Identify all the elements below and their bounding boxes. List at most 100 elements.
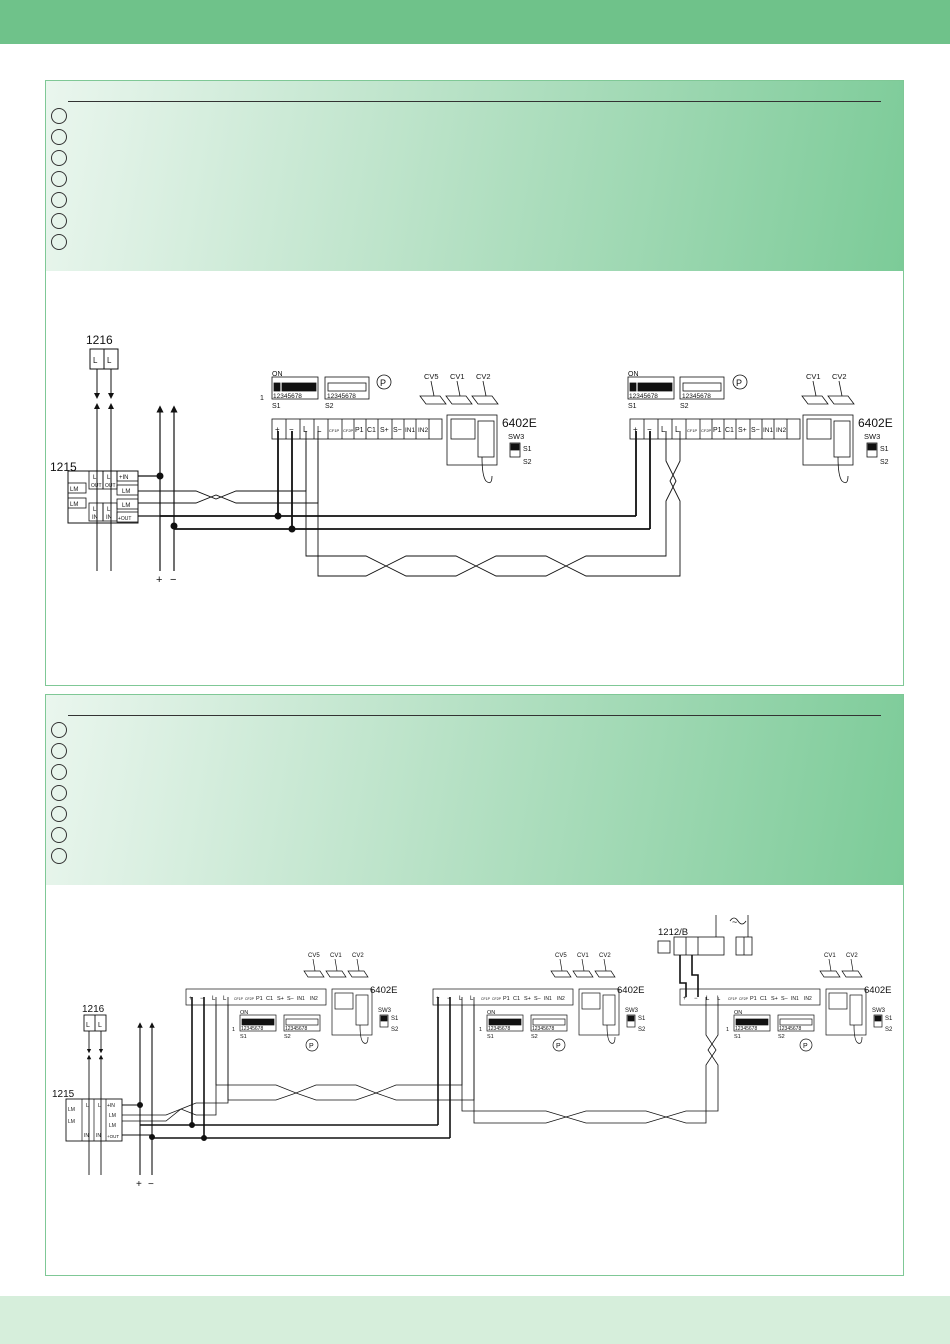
button-label-cv1: CV1 — [806, 372, 821, 381]
module-l-label: L — [98, 1103, 101, 1109]
terminal-plus: + — [189, 996, 193, 1002]
dip-numbers-label: 12345678 — [285, 1026, 307, 1032]
terminal-s-plus: S+ — [380, 427, 389, 434]
bullet-circle — [51, 806, 67, 822]
terminal-l: L — [303, 425, 308, 434]
terminal-p1: P1 — [750, 996, 757, 1002]
module-lm-label: LM — [109, 1123, 116, 1129]
module-out-label: OUT — [91, 483, 102, 489]
module-lm-label: LM — [109, 1113, 116, 1119]
terminal-c1: C1 — [725, 427, 734, 434]
terminal-s-minus: S− — [534, 996, 541, 1002]
button-label-cv2: CV2 — [599, 953, 611, 959]
switch-label: SW3 — [864, 432, 880, 441]
module-l-label: L — [93, 475, 97, 481]
bullet-circle — [51, 848, 67, 864]
bullet-circle — [51, 827, 67, 843]
power-module-label: 1215 — [50, 460, 77, 474]
switch-s2-label: S2 — [885, 1027, 893, 1033]
button-label-cv5: CV5 — [555, 953, 567, 959]
switch-s1-label: S1 — [885, 1016, 893, 1022]
top-banner — [0, 0, 950, 44]
dip-s1-label: S1 — [734, 1034, 741, 1040]
module-in-label: IN — [96, 1133, 101, 1139]
bullet-circle — [51, 108, 67, 124]
terminal-l: L — [212, 996, 216, 1002]
supply-plus-label: + — [136, 1179, 142, 1190]
module-plus-out-label: +OUT — [107, 1134, 119, 1139]
ac-symbol: ~ — [732, 917, 737, 927]
monitor-model-label: 6402E — [370, 985, 397, 996]
terminal-l: L — [675, 425, 680, 434]
terminal-plus: + — [633, 425, 638, 434]
dip-on-label: ON — [628, 371, 639, 378]
button-label-cv5: CV5 — [308, 953, 320, 959]
module-lm-label: LM — [122, 503, 130, 509]
terminal-cf1p: CF1P — [234, 997, 244, 1001]
terminal-p1: P1 — [355, 427, 364, 434]
button-label-cv2: CV2 — [352, 953, 364, 959]
module-plus-in-label: +IN — [107, 1103, 115, 1109]
terminal-in1: IN1 — [763, 427, 774, 434]
terminal-in2: IN2 — [310, 996, 318, 1002]
distributor-l-label: L — [107, 356, 112, 365]
button-label-cv1: CV1 — [330, 953, 342, 959]
bullet-list — [51, 722, 67, 869]
dip-numbers-label: 12345678 — [327, 393, 356, 400]
terminal-cf2p: CF2P — [343, 428, 354, 433]
terminal-minus: − — [447, 996, 451, 1002]
diagram-panel-1: 1216 L L 1215 LM LM L OUT L OUT L IN L I… — [45, 80, 904, 686]
terminal-s-plus: S+ — [738, 427, 747, 434]
terminal-in1: IN1 — [791, 996, 799, 1002]
monitor-unit-1: + − L L CF1P CF2P P1 C1 S+ S− IN1 IN2 ON… — [185, 953, 399, 1052]
terminal-c1: C1 — [760, 996, 767, 1002]
monitor-model-label: 6402E — [858, 416, 893, 430]
dip-numbers-label: 12345678 — [488, 1026, 510, 1032]
module-l-label: L — [86, 1103, 89, 1109]
monitor-model-label: 6402E — [502, 416, 537, 430]
supply-minus-label: − — [170, 574, 176, 586]
module-lm-label: LM — [70, 487, 78, 493]
distributor-label: 1216 — [82, 1004, 105, 1015]
monitor-unit-2: ON 12345678 12345678 S1 S2 P CV1 CV2 640… — [627, 371, 893, 484]
button-label-cv1: CV1 — [450, 372, 465, 381]
terminal-p1: P1 — [503, 996, 510, 1002]
terminal-cf2p: CF2P — [739, 997, 749, 1001]
dip-s2-label: S2 — [325, 403, 334, 410]
bullet-circle — [51, 785, 67, 801]
terminal-l: L — [470, 996, 474, 1002]
terminal-l: L — [317, 425, 322, 434]
dip-numbers-label: 12345678 — [241, 1026, 263, 1032]
bullet-circle — [51, 192, 67, 208]
terminal-minus: − — [200, 996, 204, 1002]
terminal-in1: IN1 — [544, 996, 552, 1002]
dip-s2-label: S2 — [778, 1034, 785, 1040]
wiring-diagram-1: 1216 L L 1215 LM LM L OUT L OUT L IN L I… — [50, 333, 893, 586]
terminal-p1: P1 — [713, 427, 722, 434]
dip-1-label: 1 — [232, 1027, 235, 1033]
module-l-label: L — [107, 475, 111, 481]
switch-label: SW3 — [508, 432, 524, 441]
terminal-cf2p: CF2P — [245, 997, 255, 1001]
dip-numbers-label: 12345678 — [779, 1026, 801, 1032]
module-in-label: IN — [106, 515, 112, 521]
button-label-cv5: CV5 — [424, 372, 439, 381]
terminal-plus: + — [683, 996, 687, 1002]
switch-label: SW3 — [625, 1008, 639, 1014]
module-lm-label: LM — [68, 1119, 75, 1125]
terminal-l: L — [661, 425, 666, 434]
module-lm-label: LM — [70, 502, 78, 508]
bullet-circle — [51, 129, 67, 145]
terminal-c1: C1 — [513, 996, 520, 1002]
terminal-cf1p: CF1P — [728, 997, 738, 1001]
monitor-unit-2: + − L L CF1P CF2P P1 C1 S+ S− IN1 IN2 ON… — [432, 953, 646, 1052]
dip-s2-label: S2 — [680, 403, 689, 410]
bullet-circle — [51, 764, 67, 780]
dip-on-label: ON — [272, 371, 283, 378]
dip-s1-label: S1 — [487, 1034, 494, 1040]
switch-s2-label: S2 — [523, 459, 532, 466]
power-module-label: 1215 — [52, 1089, 75, 1100]
terminal-in2: IN2 — [557, 996, 565, 1002]
button-label-cv1: CV1 — [824, 953, 836, 959]
monitor-unit-3: + − L L CF1P CF2P P1 C1 S+ S− IN1 IN2 ON… — [679, 953, 893, 1052]
